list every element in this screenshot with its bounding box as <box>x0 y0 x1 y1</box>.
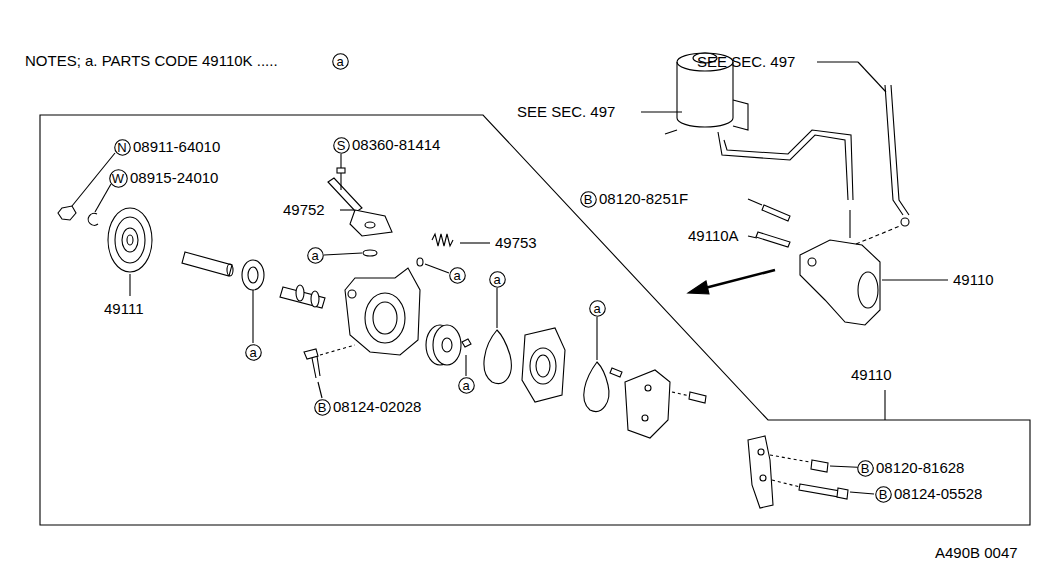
part-label: 49110A <box>688 228 739 245</box>
circle-mark: a <box>245 344 262 361</box>
part-label: 08120-8251F <box>599 191 688 208</box>
part-label: 49111 <box>104 301 144 318</box>
circle-letter: a <box>453 269 460 282</box>
circle-letter: a <box>249 346 256 359</box>
part-label: 08360-81414 <box>352 137 440 154</box>
part-label: 49753 <box>495 235 537 252</box>
circle-mark: a <box>458 377 475 394</box>
circle-mark: a <box>332 53 349 70</box>
circle-letter: a <box>311 249 318 262</box>
part-label: SEE SEC. 497 <box>697 54 795 71</box>
circle-letter: a <box>336 55 343 68</box>
circle-mark: B <box>580 191 597 208</box>
circle-mark: B <box>857 460 874 477</box>
circle-mark: a <box>307 247 324 264</box>
circle-mark: B <box>314 399 331 416</box>
part-label: 49752 <box>283 202 325 219</box>
circle-mark: N <box>114 139 131 156</box>
circle-mark: a <box>449 267 466 284</box>
circle-letter: B <box>861 462 870 475</box>
part-label: A490B 0047 <box>935 545 1018 562</box>
circle-letter: a <box>593 302 600 315</box>
circle-letter: S <box>337 139 346 152</box>
group-outline <box>40 115 1030 525</box>
leader-lines <box>72 62 948 494</box>
circle-letter: B <box>879 488 888 501</box>
part-label: 08124-05528 <box>894 486 982 503</box>
circle-letter: a <box>462 379 469 392</box>
circle-letter: N <box>117 141 126 154</box>
circle-mark: S <box>333 137 350 154</box>
circle-letter: B <box>318 401 327 414</box>
part-label: 08915-24010 <box>130 170 218 187</box>
part-label: 08120-81628 <box>876 460 964 477</box>
part-label: SEE SEC. 497 <box>517 104 615 121</box>
circle-mark: a <box>489 271 506 288</box>
part-label: 08124-02028 <box>333 399 421 416</box>
circle-letter: B <box>584 193 593 206</box>
circle-mark: a <box>589 300 606 317</box>
circle-mark: B <box>875 486 892 503</box>
circle-letter: W <box>112 172 124 185</box>
part-label: NOTES; a. PARTS CODE 49110K ..... <box>25 53 278 70</box>
part-label: 49110 <box>851 367 892 384</box>
part-label: 49110 <box>953 272 994 289</box>
circle-mark: W <box>109 169 128 188</box>
circle-letter: a <box>493 273 500 286</box>
part-label: 08911-64010 <box>133 139 220 156</box>
